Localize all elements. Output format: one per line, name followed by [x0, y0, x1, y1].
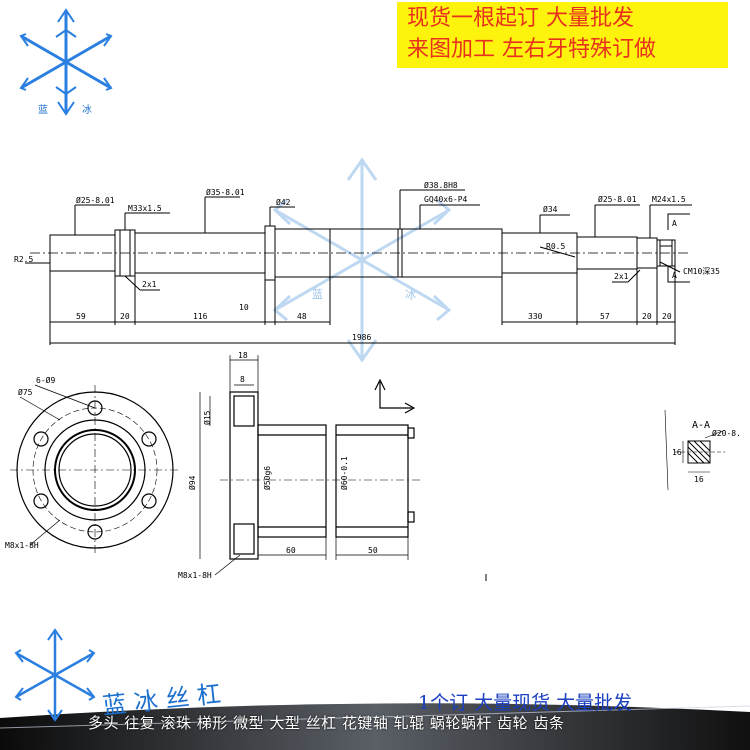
- dim-20c: 20: [662, 312, 672, 321]
- logo-char-2: 冰: [82, 103, 92, 116]
- banner-line-1: 现货一根起订 大量批发: [407, 6, 634, 31]
- footer-slogan: 1个订 大量现货 大量批发: [418, 692, 633, 714]
- promo-banner: 现货一根起订 大量批发 来图加工 左右牙特殊订做: [397, 2, 728, 68]
- label-nut-60: 60: [286, 546, 296, 555]
- label-r25: R2.5: [14, 255, 33, 264]
- nut-view: [199, 355, 420, 576]
- label-nut-d50: Ø50g6: [262, 466, 272, 490]
- label-nut-thread: M8x1-8H: [178, 571, 212, 580]
- dim-116: 116: [193, 312, 208, 321]
- label-nut-8: 8: [240, 375, 245, 384]
- dim-59: 59: [76, 312, 86, 321]
- label-nut-50: 50: [368, 546, 378, 555]
- label-d38: Ø38.8H8: [424, 180, 458, 190]
- label-holes: 6-Ø9: [36, 375, 55, 385]
- section-aa: [664, 409, 726, 491]
- dim-20a: 20: [120, 312, 130, 321]
- label-cm10: CM10深35: [683, 267, 720, 276]
- shaft-drawing: [25, 189, 692, 345]
- label-m33: M33x1.5: [128, 204, 162, 213]
- section-aa-w16b: 16: [694, 475, 704, 484]
- label-nut-d60: Ø60-0.1: [339, 456, 349, 490]
- label-d34: Ø34: [543, 204, 558, 214]
- label-r05: R0.5: [546, 242, 565, 251]
- label-chamfer-2: 2x1: [614, 272, 629, 281]
- dim-total: 1986: [352, 333, 371, 342]
- section-aa-dia: Ø20-8.: [712, 428, 741, 438]
- banner-line-2: 来图加工 左右牙特殊订做: [407, 37, 656, 62]
- section-aa-title: A-A: [692, 420, 710, 431]
- dim-20b: 20: [642, 312, 652, 321]
- label-chamfer-1: 2x1: [142, 280, 157, 289]
- label-nut-18: 18: [238, 351, 248, 360]
- label-d25-left: Ø25-8.01: [76, 195, 115, 205]
- label-flange-thread: M8x1-8H: [5, 541, 39, 550]
- watermark-char-1: 蓝: [312, 288, 323, 301]
- dim-330: 330: [528, 312, 543, 321]
- label-d42: Ø42: [276, 197, 291, 207]
- dim-48: 48: [297, 312, 307, 321]
- dim-10: 10: [239, 303, 249, 312]
- bottom-strip-bg: [0, 703, 750, 750]
- bottom-snowflake-icon: [14, 628, 96, 722]
- label-d25-right: Ø25-8.01: [598, 194, 637, 204]
- label-section-a2: A: [672, 271, 677, 280]
- label-nut-d94: Ø94: [187, 475, 197, 490]
- label-nut-d15: Ø15: [202, 410, 212, 425]
- label-d75: Ø75: [18, 387, 33, 397]
- label-section-a1: A: [672, 219, 677, 228]
- flange-view: [10, 384, 180, 555]
- logo-char-1: 蓝: [38, 104, 48, 116]
- label-m24: M24x1.5: [652, 195, 686, 204]
- dim-57: 57: [600, 312, 610, 321]
- section-aa-w16a: 16: [672, 448, 682, 457]
- footer-products: 多头 往复 滚珠 梯形 微型 大型 丝杠 花键轴 轧辊 蜗轮蜗杆 齿轮 齿条: [88, 714, 565, 732]
- snowflake-logo-icon: [19, 8, 113, 116]
- label-gq: GQ40x6-P4: [424, 195, 468, 204]
- watermark-char-2: 冰: [405, 288, 416, 301]
- label-d35: Ø35-8.01: [206, 187, 245, 197]
